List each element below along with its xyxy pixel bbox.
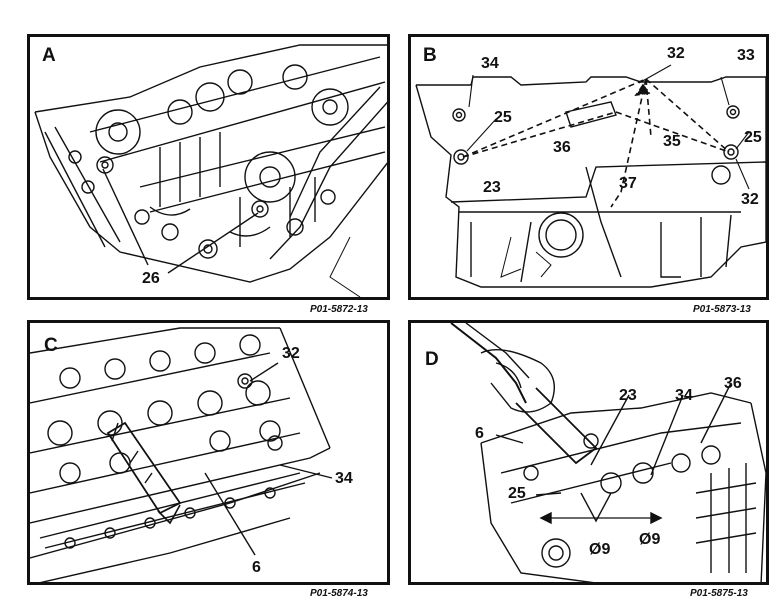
panel-d-reference: P01-5875-13 (690, 588, 748, 599)
panel-a-reference: P01-5872-13 (310, 304, 368, 315)
callout-25-right: 25 (744, 129, 762, 146)
callout-6: 6 (252, 559, 261, 576)
panel-b-reference: P01-5873-13 (693, 304, 751, 315)
panel-d-drawing (450, 323, 766, 582)
panel-c-letter: C (44, 335, 58, 356)
panel-b-drawing (415, 64, 766, 288)
panel-c-drawing (30, 327, 333, 582)
callout-37: 37 (619, 175, 637, 192)
callout-36: 36 (553, 139, 571, 156)
callout-diameter-9-right: Ø9 (639, 531, 661, 548)
callout-26: 26 (142, 270, 160, 287)
panel-d: D 23 34 36 6 25 Ø9 Ø9 (408, 320, 769, 585)
callout-23: 23 (619, 387, 637, 404)
callout-32: 32 (282, 345, 300, 362)
panel-c-reference: P01-5874-13 (310, 588, 368, 599)
panel-a-drawing (34, 44, 387, 297)
callout-32-bottom: 32 (741, 191, 759, 208)
panel-a-letter: A (42, 45, 56, 66)
callout-23: 23 (483, 179, 501, 196)
panel-b: B 34 32 33 25 36 35 25 23 37 32 (408, 34, 769, 300)
callout-34: 34 (481, 55, 499, 72)
panel-d-letter: D (425, 349, 439, 370)
panel-b-letter: B (423, 45, 437, 66)
callout-6: 6 (475, 425, 484, 442)
callout-25-left: 25 (494, 109, 512, 126)
callout-35: 35 (663, 133, 681, 150)
callout-34: 34 (675, 387, 693, 404)
callout-36: 36 (724, 375, 742, 392)
callout-34: 34 (335, 470, 353, 487)
panel-a: A 26 (27, 34, 390, 300)
callout-diameter-9-left: Ø9 (589, 541, 611, 558)
callout-32-top: 32 (667, 45, 685, 62)
callout-33: 33 (737, 47, 755, 64)
callout-25: 25 (508, 485, 526, 502)
panel-c: C 32 34 6 (27, 320, 390, 585)
